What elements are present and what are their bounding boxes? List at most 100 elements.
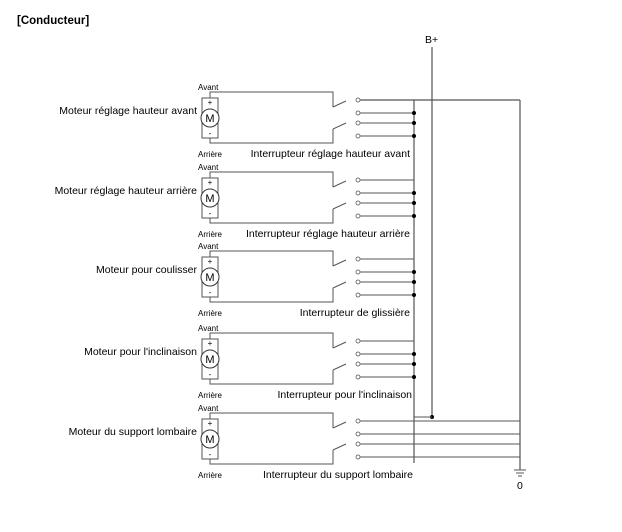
switch-contact <box>355 190 361 196</box>
motor-letter: M <box>205 354 214 366</box>
switch-contact <box>355 110 361 116</box>
switch-blade <box>332 100 347 108</box>
switch-label: Interrupteur du support lombaire <box>263 469 413 481</box>
switch-blade <box>332 363 347 371</box>
motor-label: Moteur réglage hauteur arrière <box>55 185 198 197</box>
switch-contact <box>355 279 361 285</box>
plus-sign: + <box>208 178 213 187</box>
motor-letter: M <box>205 113 214 125</box>
motor-icon <box>200 349 220 369</box>
switch-contact <box>355 418 361 424</box>
switch-contact <box>355 256 361 262</box>
junction-dot <box>412 352 416 356</box>
switch-label: Interrupteur réglage hauteur arrière <box>246 228 410 240</box>
motor-icon <box>200 188 220 208</box>
junction-dot <box>412 280 416 284</box>
motor-icon <box>200 267 220 287</box>
backward-wire <box>209 209 334 224</box>
switch-contact <box>355 200 361 206</box>
forward-label: Avant <box>198 163 219 172</box>
backward-label: Arrière <box>198 471 223 480</box>
motor-letter: M <box>205 272 214 284</box>
switch-blade <box>332 341 347 349</box>
junction-dot <box>412 362 416 366</box>
junction-dot <box>412 201 416 205</box>
switch-contact <box>355 292 361 298</box>
junction-dot <box>412 293 416 297</box>
forward-label: Avant <box>198 242 219 251</box>
backward-label: Arrière <box>198 150 223 159</box>
switch-blade <box>332 180 347 188</box>
forward-wire <box>209 412 334 428</box>
minus-sign: - <box>209 288 212 297</box>
junction-dot <box>412 191 416 195</box>
switch-blade <box>332 202 347 210</box>
plus-sign: + <box>208 257 213 266</box>
backward-label: Arrière <box>198 230 223 239</box>
switch-contact <box>355 351 361 357</box>
minus-sign: - <box>209 129 212 138</box>
switch-label: Interrupteur de glissière <box>300 307 410 319</box>
backward-label: Arrière <box>198 391 223 400</box>
junction-dot <box>412 111 416 115</box>
switch-contact <box>355 454 361 460</box>
backward-label: Arrière <box>198 309 223 318</box>
motor-label: Moteur pour coulisser <box>96 264 197 276</box>
switch-blade <box>332 122 347 130</box>
switch-contact <box>355 177 361 183</box>
junction-dot <box>412 375 416 379</box>
junction-dot <box>412 134 416 138</box>
motor-label: Moteur pour l'inclinaison <box>84 346 197 358</box>
junction-dot <box>412 121 416 125</box>
ground-symbol-icon <box>514 469 526 477</box>
motor-icon <box>200 429 220 449</box>
junction-dot <box>412 214 416 218</box>
switch-contact <box>355 97 361 103</box>
supply-label: B+ <box>425 34 438 46</box>
switch-blade <box>332 281 347 289</box>
backward-wire <box>209 370 334 385</box>
plus-sign: + <box>208 419 213 428</box>
diagram-title: [Conducteur] <box>17 15 89 27</box>
motor-letter: M <box>205 434 214 446</box>
switch-contact <box>355 374 361 380</box>
forward-wire <box>209 250 334 266</box>
minus-sign: - <box>209 370 212 379</box>
forward-label: Avant <box>198 83 219 92</box>
forward-wire <box>209 91 334 107</box>
plus-sign: + <box>208 339 213 348</box>
switch-blade <box>332 421 347 429</box>
switch-contact <box>355 133 361 139</box>
backward-wire <box>209 450 334 465</box>
backward-wire <box>209 129 334 144</box>
switch-blade <box>332 443 347 451</box>
ground-label: 0 <box>517 480 523 492</box>
motor-label: Moteur du support lombaire <box>69 426 198 438</box>
switch-contact <box>355 431 361 437</box>
forward-label: Avant <box>198 324 219 333</box>
forward-label: Avant <box>198 404 219 413</box>
circuits: Moteur réglage hauteur avantAvantArrière… <box>55 83 520 481</box>
switch-contact <box>355 213 361 219</box>
switch-contact <box>355 441 361 447</box>
switch-contact <box>355 269 361 275</box>
switch-contact <box>355 120 361 126</box>
switch-contact <box>355 338 361 344</box>
switch-contact <box>355 361 361 367</box>
switch-label: Interrupteur réglage hauteur avant <box>251 148 410 160</box>
plus-sign: + <box>208 98 213 107</box>
circuit-1: Moteur réglage hauteur avantAvantArrière… <box>59 83 416 160</box>
motor-letter: M <box>205 193 214 205</box>
circuit-2: Moteur réglage hauteur arrière AvantArriè… <box>55 163 416 240</box>
junction-dot <box>412 270 416 274</box>
forward-wire <box>209 171 334 187</box>
forward-wire <box>209 332 334 348</box>
minus-sign: - <box>209 209 212 218</box>
backward-wire <box>209 288 334 303</box>
minus-sign: - <box>209 450 212 459</box>
switch-blade <box>332 259 347 267</box>
